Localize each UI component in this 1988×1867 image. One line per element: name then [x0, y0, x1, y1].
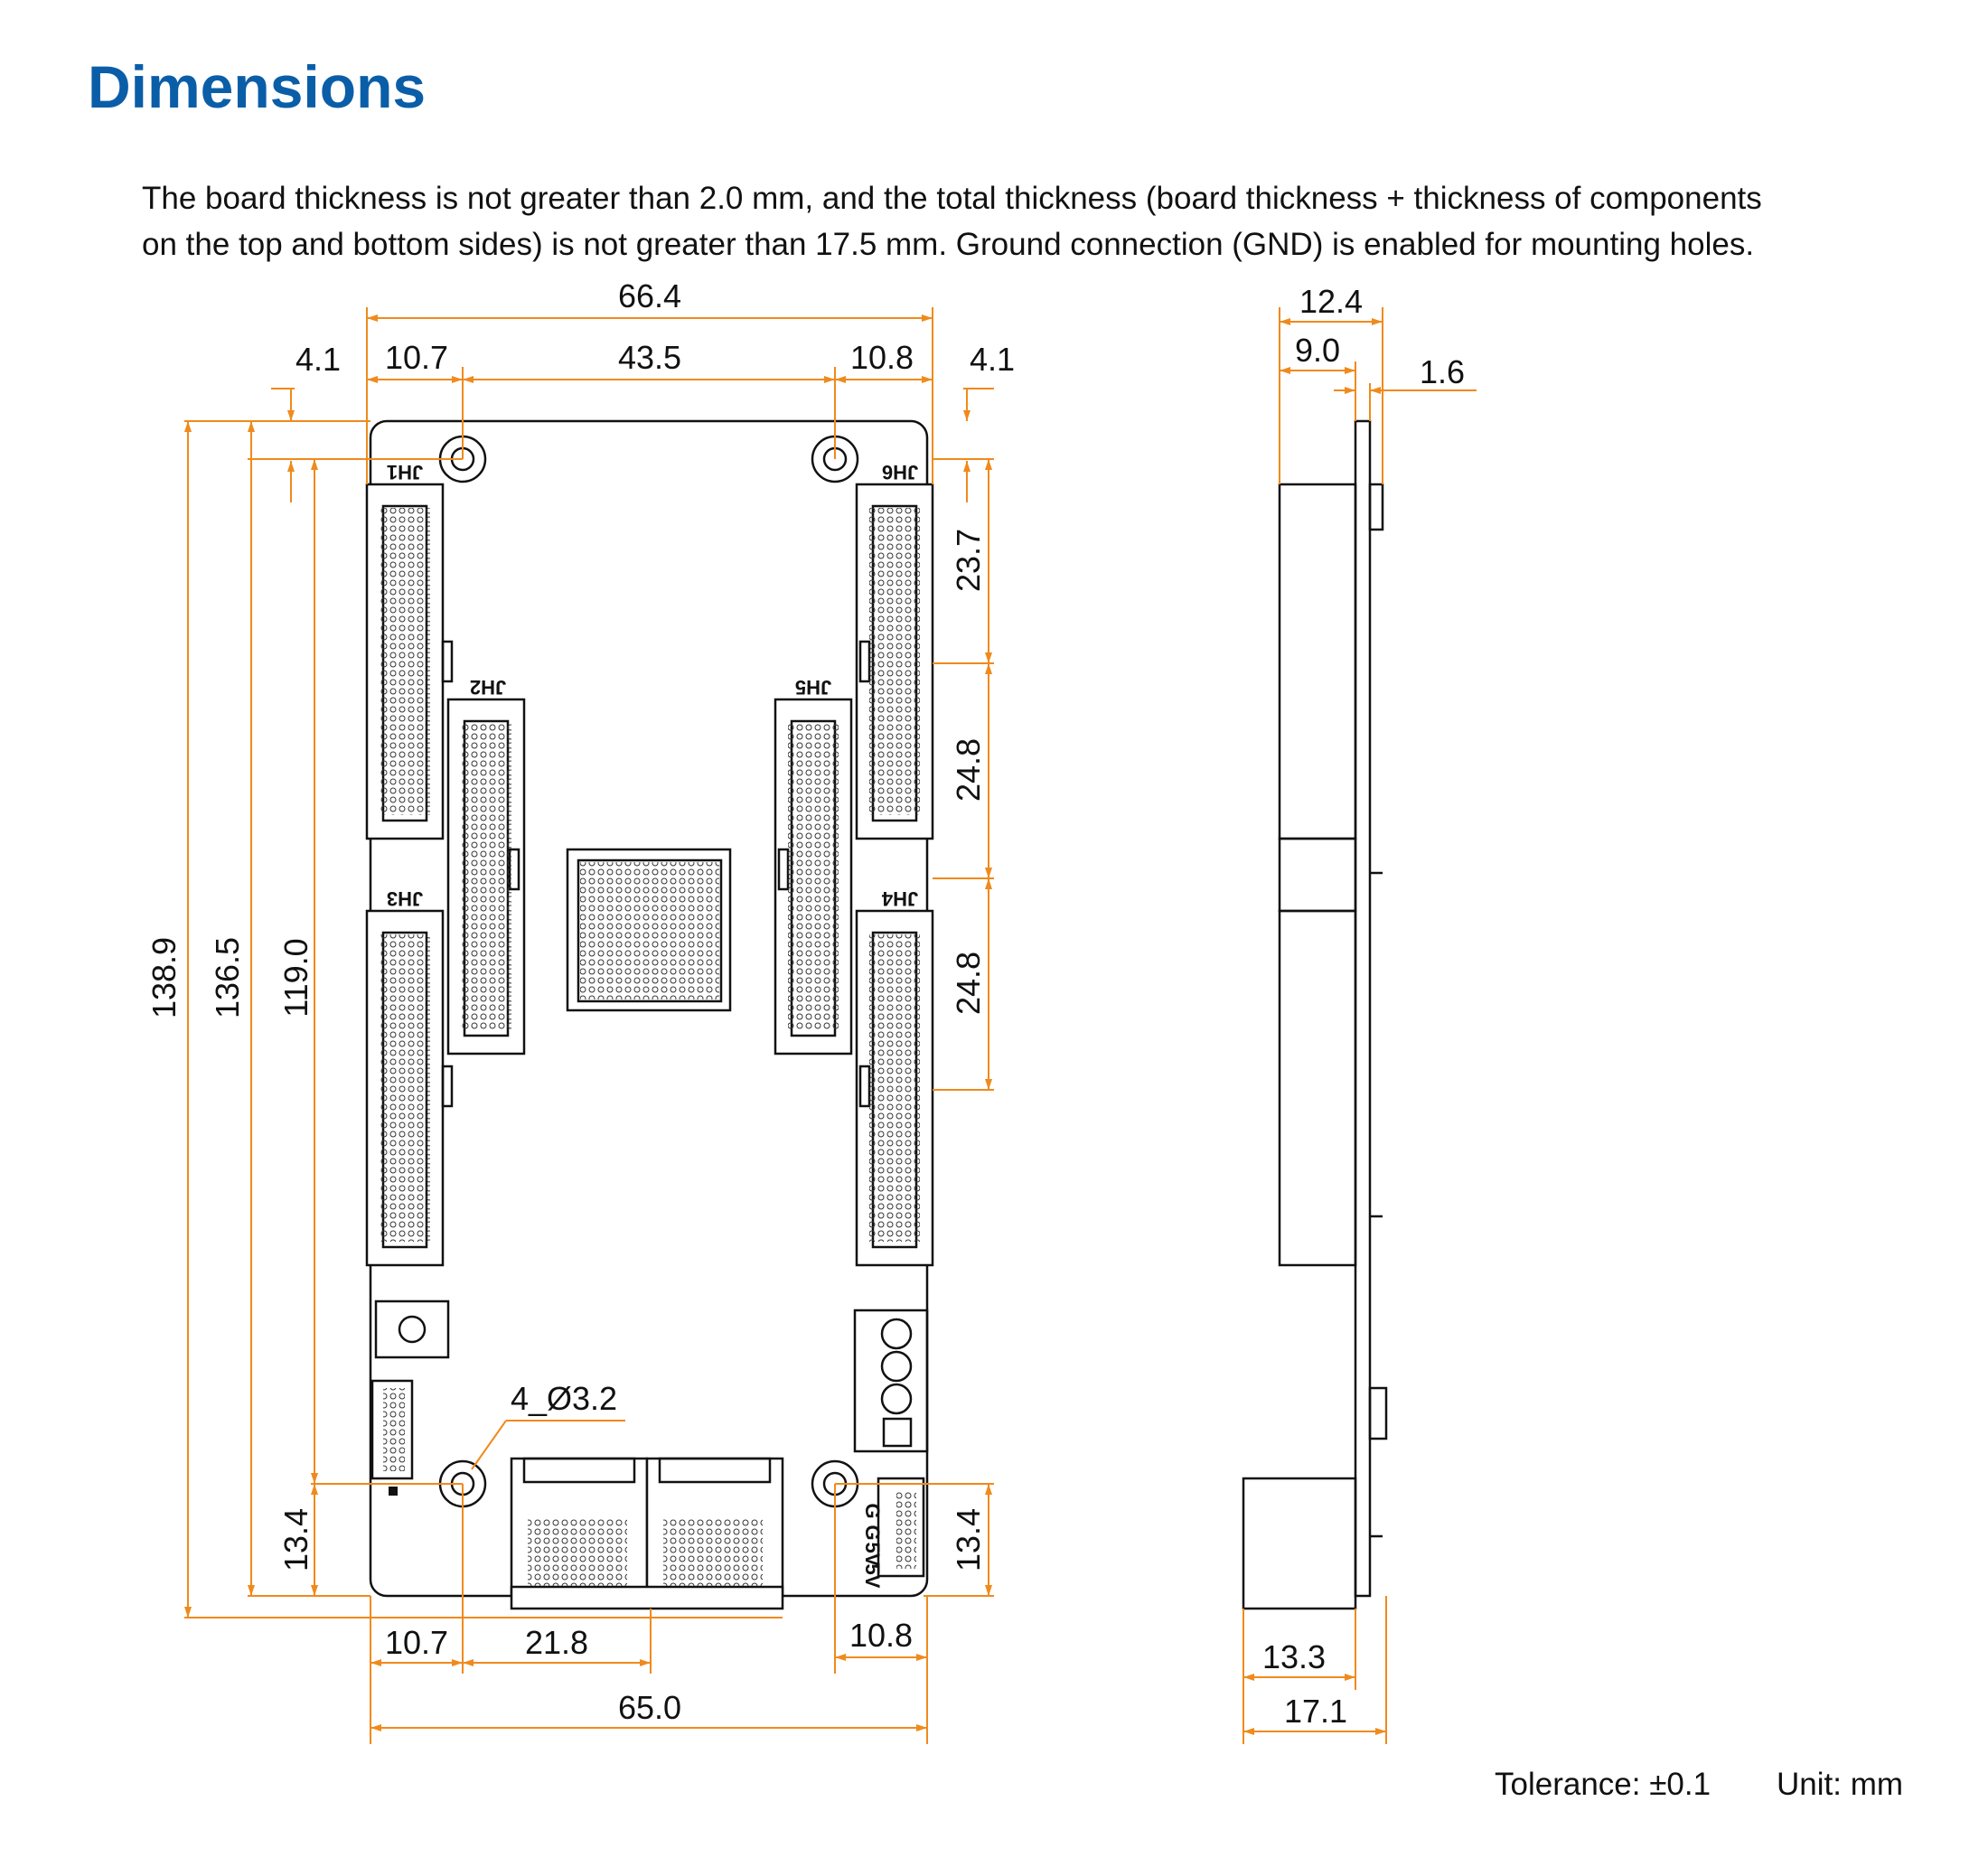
bga-chip	[566, 848, 732, 1012]
connector-jh4: JH4	[855, 887, 934, 1267]
rj45-jack-left	[510, 1457, 649, 1596]
board-top-view: JH1 JH3 JH2 JH5	[365, 419, 934, 1610]
description-line-1: The board thickness is not greater than …	[142, 181, 1762, 216]
side-gap-block	[1278, 837, 1357, 913]
dim-right-jh4-pitch: 24.8	[950, 952, 987, 1015]
dim-bottom-total-width: 65.0	[618, 1689, 681, 1726]
power-terminal	[853, 1309, 929, 1453]
dim-top-hole-spacing: 43.5	[618, 339, 681, 376]
dimension-lines	[184, 307, 1477, 1744]
side-jh4-block	[1278, 909, 1357, 1267]
dim-bottom-rj45: 21.8	[525, 1624, 588, 1661]
side-terminal	[1368, 1386, 1388, 1440]
jh4-label: JH4	[881, 887, 918, 910]
connector-jh3: JH3	[365, 887, 454, 1267]
side-pin-1	[1368, 483, 1384, 531]
dim-right-bottom-hole: 13.4	[950, 1508, 987, 1571]
dim-side-total-top: 12.4	[1299, 283, 1363, 320]
dim-top-left-offset: 4.1	[295, 341, 341, 378]
power-connector-5v: G G 5V 5V	[861, 1477, 925, 1589]
dim-top-right-hole: 10.8	[850, 339, 914, 376]
dim-side-component-top: 9.0	[1295, 332, 1340, 369]
connector-jh1: JH1	[365, 461, 454, 840]
dim-left-hole-spacing: 119.0	[277, 938, 314, 1017]
dim-right-jh6-jh4: 24.8	[950, 738, 987, 802]
side-jh6-block	[1278, 483, 1357, 840]
rj45-jack-right	[645, 1457, 784, 1596]
page-title: Dimensions	[88, 53, 427, 120]
jh5-label: JH5	[795, 676, 831, 699]
rj45-base	[510, 1585, 784, 1610]
jh6-label: JH6	[882, 461, 918, 483]
description-line-2: on the top and bottom sides) is not grea…	[142, 227, 1755, 262]
small-header-left	[370, 1379, 414, 1496]
push-button	[374, 1299, 450, 1359]
dim-left-board-height: 136.5	[209, 937, 246, 1018]
dimension-labels: 66.4 4.1 10.7 43.5 10.8 4.1 138.9 136.5 …	[145, 277, 1465, 1730]
jh3-label: JH3	[387, 887, 423, 910]
dim-left-total-height: 138.9	[145, 937, 183, 1018]
dim-hole-callout: 4_Ø3.2	[511, 1380, 617, 1417]
board-description: The board thickness is not greater than …	[142, 175, 1913, 267]
dim-top-left-hole: 10.7	[385, 339, 448, 376]
dim-top-total-width: 66.4	[618, 277, 681, 314]
tolerance-note: Tolerance: ±0.1	[1495, 1767, 1711, 1802]
connector-jh2: JH2	[446, 676, 526, 1055]
dim-bottom-left-hole: 10.7	[385, 1624, 448, 1661]
5v-label-1: 5V	[861, 1543, 884, 1567]
5v-label-2: 5V	[861, 1564, 884, 1589]
unit-note: Unit: mm	[1777, 1767, 1903, 1802]
jh1-label: JH1	[387, 461, 423, 483]
jh2-label: JH2	[470, 676, 506, 699]
g-label-2: G	[861, 1525, 884, 1540]
dim-side-board-thickness: 1.6	[1420, 353, 1465, 390]
connector-jh6: JH6	[855, 461, 934, 840]
connector-jh5: JH5	[774, 676, 853, 1055]
pcb-edge	[1354, 419, 1372, 1598]
board-side-view	[1242, 419, 1388, 1610]
dim-right-jh6-pitch: 23.7	[950, 529, 987, 592]
dim-bottom-right-hole: 10.8	[849, 1617, 913, 1654]
g-label-1: G	[861, 1503, 884, 1518]
dim-top-right-offset: 4.1	[970, 341, 1015, 378]
dim-side-total-bottom: 17.1	[1284, 1693, 1347, 1730]
dim-left-bottom-hole: 13.4	[277, 1508, 314, 1571]
side-rj45-block	[1242, 1477, 1357, 1610]
dim-side-rj45-height: 13.3	[1262, 1638, 1326, 1675]
